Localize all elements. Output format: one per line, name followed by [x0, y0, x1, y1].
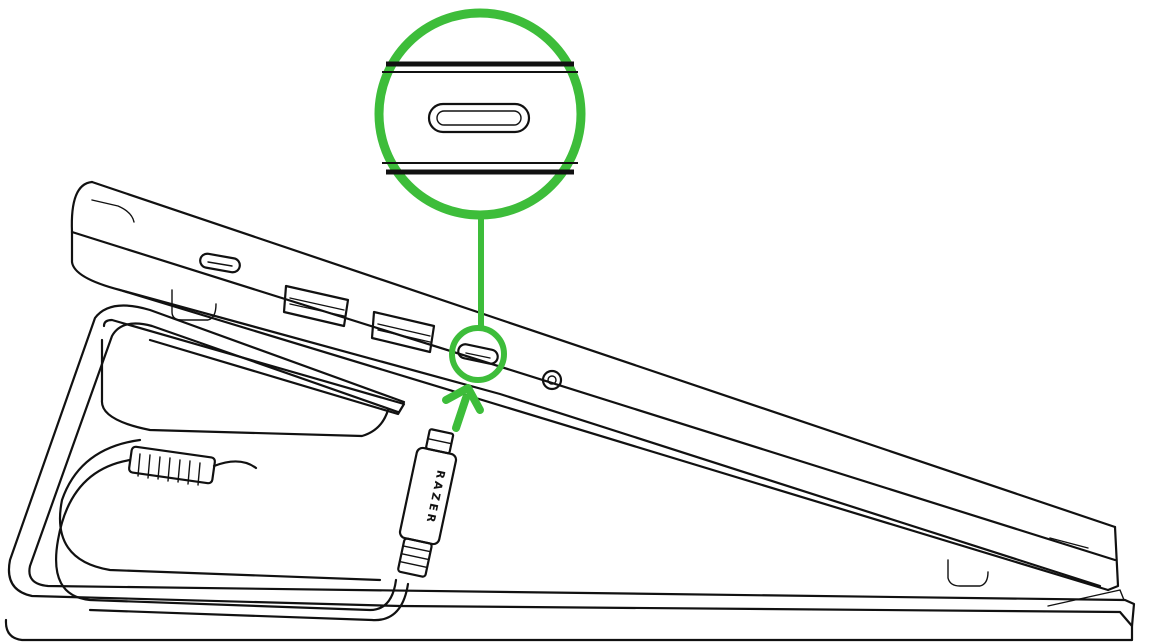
callout-port-closeup: [382, 61, 578, 175]
stand-body: [100, 338, 390, 438]
usb-c-connector: RAZER: [397, 428, 458, 578]
laptop-rear-foot: [947, 559, 989, 587]
laptop-lid-edge-detail: [91, 199, 135, 223]
laptop-lid-top: [90, 180, 1117, 529]
callout-magnifier-circle: [374, 8, 586, 220]
cable-strain-relief-stand: [128, 445, 258, 486]
laptop-rear-vent: [1049, 537, 1089, 549]
laptop-lid-front: [70, 180, 94, 234]
stand-top-plate: [102, 318, 406, 416]
usb-c-port-icon: [199, 252, 241, 274]
stand-cradle: [58, 438, 382, 582]
cable-wire: [54, 458, 398, 612]
port-callout: [374, 8, 586, 328]
cable-wire-inner: [88, 582, 410, 622]
laptop-base-top: [70, 230, 1110, 592]
usb-a-port-icon: [370, 310, 436, 354]
stand-base-lip: [1047, 589, 1125, 607]
usb-c-port-icon-highlighted: [449, 325, 507, 383]
insert-arrow-icon: [442, 384, 484, 432]
usb-c-port-icon: [427, 102, 531, 134]
laptop-ports: [199, 252, 563, 391]
laptop-stand: [4, 304, 1136, 642]
audio-jack-icon: [541, 369, 563, 391]
stand-outer-frame: [4, 304, 1134, 642]
usb-a-port-icon: [282, 284, 350, 328]
laptop-rear: [1106, 525, 1120, 592]
stand-inner-frame: [28, 322, 1136, 628]
laptop-base-bottom: [118, 288, 1102, 588]
laptop-front-foot: [171, 289, 217, 321]
laptop-side-view: [70, 180, 1120, 592]
laptop-lid-bottom: [70, 230, 1117, 562]
